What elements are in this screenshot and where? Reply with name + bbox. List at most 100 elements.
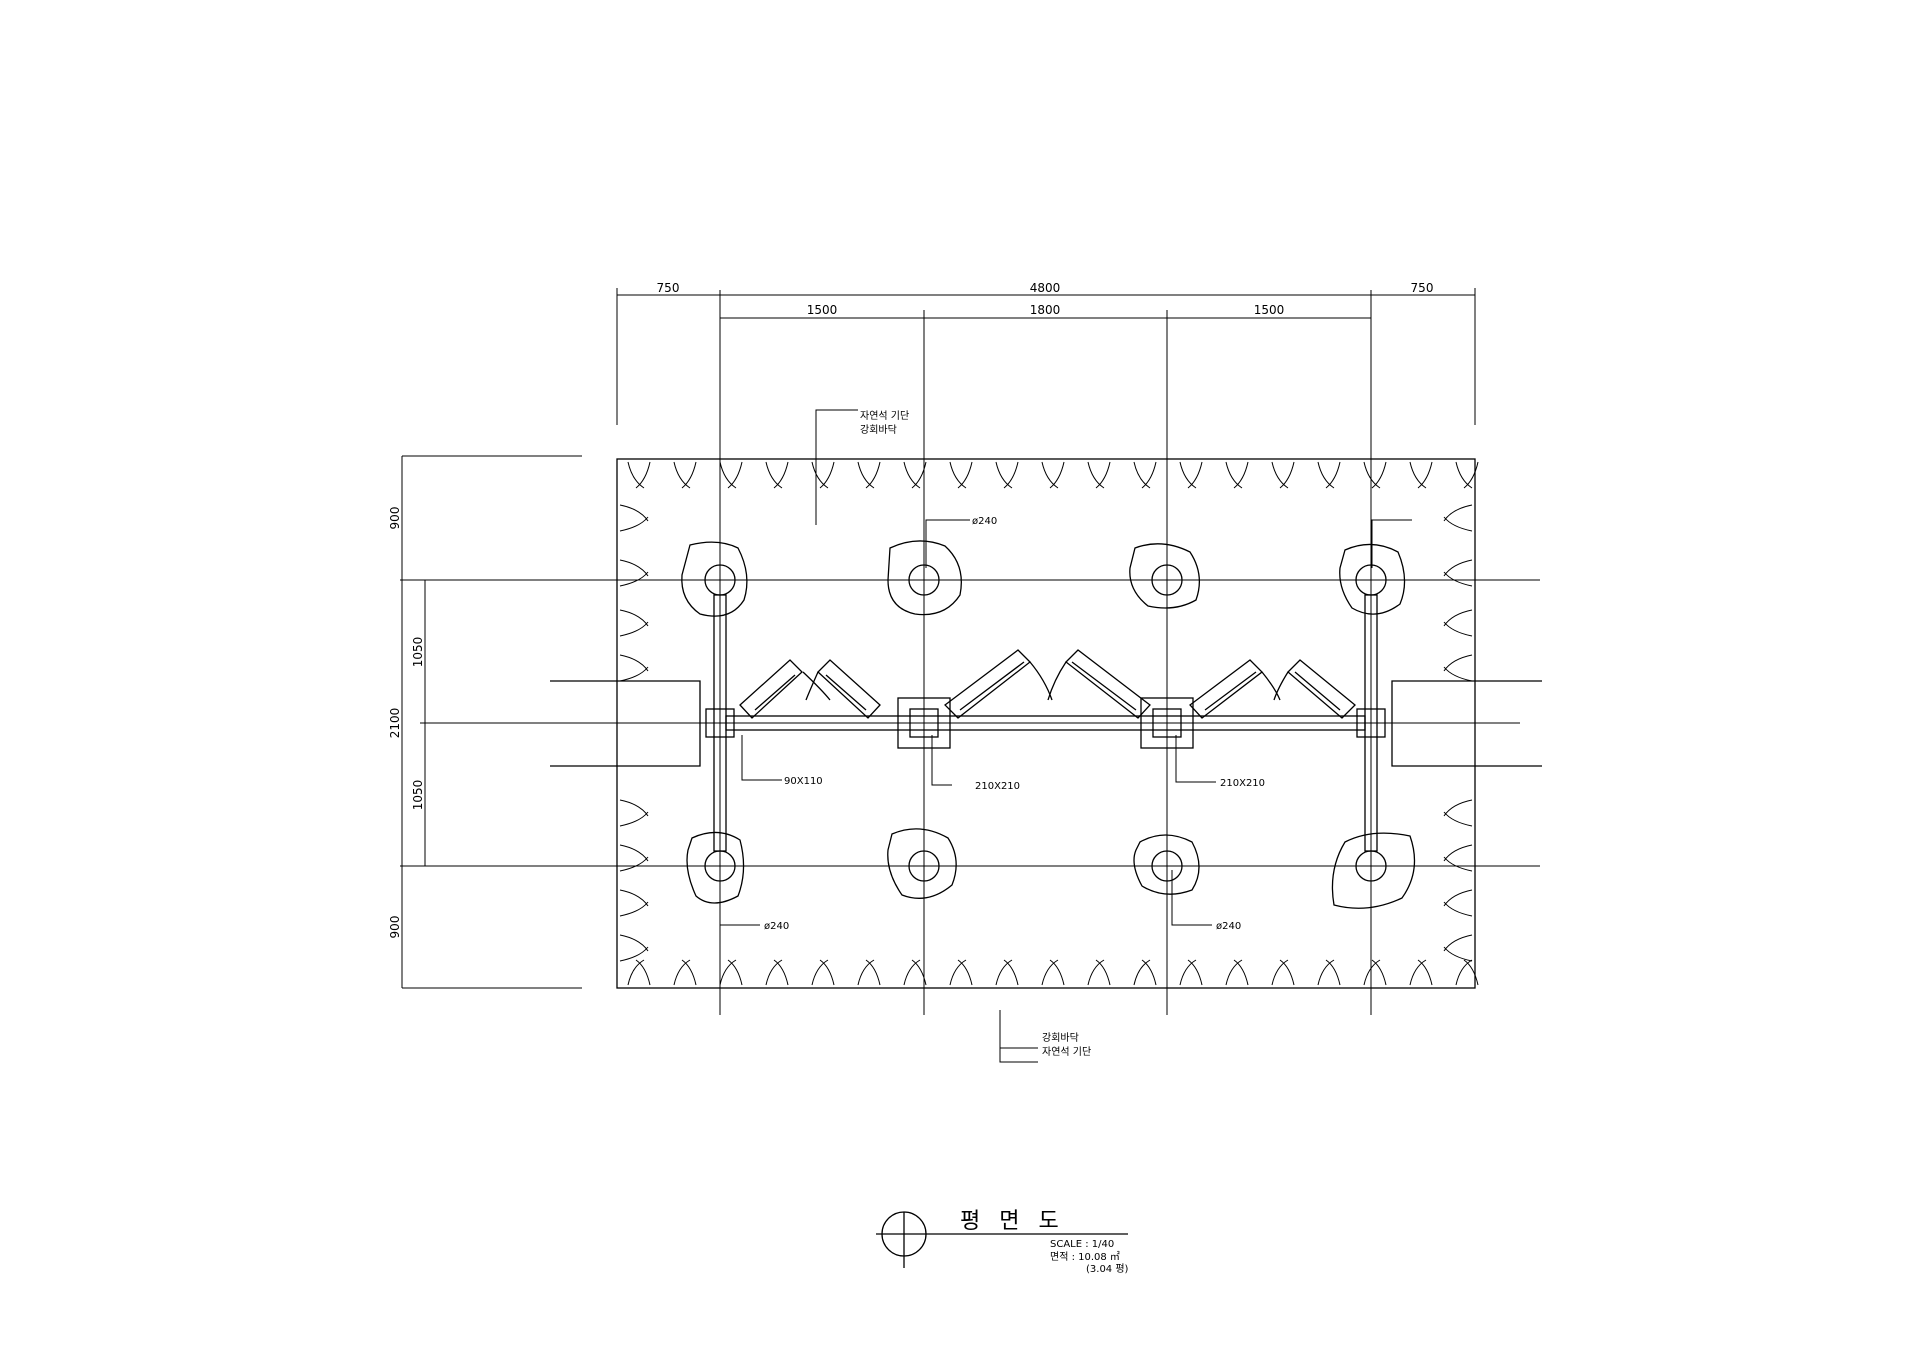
dim-left-inner-bottom: 1050 [411, 780, 425, 811]
ridge-beam [705, 697, 1386, 749]
stone-mark [673, 461, 697, 489]
platform-stones-right [1443, 504, 1473, 962]
top-dimensions: 750 4800 750 1500 1800 1500 [616, 281, 1476, 425]
stone-mark [811, 959, 835, 986]
stone-mark [857, 461, 881, 489]
stone-mark [1317, 959, 1341, 986]
foundation-stone [1133, 834, 1200, 895]
stone-mark [995, 959, 1019, 986]
dim-top-right: 750 [1411, 281, 1434, 295]
foundation-stone [887, 540, 962, 616]
stone-mark [949, 959, 973, 986]
stone-mark [1133, 461, 1157, 489]
grid-lines [400, 290, 1540, 1015]
stone-mark [1087, 461, 1111, 489]
stone-mark [619, 889, 649, 917]
foundation-stone [1331, 832, 1416, 909]
drawing-area-pyeong: (3.04 평) [1086, 1263, 1129, 1275]
stone-mark [1443, 844, 1473, 872]
stone-mark [1179, 959, 1203, 986]
title-block: 평 면 도 SCALE : 1/40 면적 : 10.08 ㎡ (3.04 평) [876, 1209, 1129, 1275]
stone-mark [1455, 461, 1479, 489]
label-member-210x210-left: 210X210 [975, 781, 1020, 792]
stone-mark [1179, 461, 1203, 489]
stone-mark [719, 461, 743, 489]
stone-mark [903, 461, 927, 489]
column-circle [908, 850, 940, 882]
foundation-stones [681, 540, 1416, 909]
note-bottom-stone-base: 자연석 기단 [1042, 1046, 1091, 1058]
label-member-90x110: 90X110 [784, 776, 823, 787]
roof-braces [739, 649, 1356, 719]
stone-mark [619, 559, 649, 587]
stone-mark [627, 461, 651, 489]
stone-mark [673, 959, 697, 986]
column-circle [1151, 564, 1183, 596]
stone-mark [765, 461, 789, 489]
label-member-210x210-right: 210X210 [1220, 778, 1265, 789]
stone-mark [1225, 959, 1249, 986]
dim-bay-center: 1800 [1030, 303, 1061, 317]
stone-mark [1443, 799, 1473, 827]
stone-platform [616, 458, 1479, 989]
platform-stones-bottom [627, 959, 1479, 986]
stone-mark [1409, 461, 1433, 489]
label-column-dia-bottom-left: ø240 [764, 921, 789, 932]
stone-mark [619, 504, 649, 532]
note-bottom-lime-floor: 강회바닥 [1042, 1032, 1079, 1044]
side-blocks [550, 680, 1542, 767]
dim-left-top: 900 [388, 507, 402, 530]
note-top-lime-floor: 강회바닥 [860, 424, 897, 436]
stone-mark [619, 654, 649, 682]
stone-mark [995, 461, 1019, 489]
stone-mark [1317, 461, 1341, 489]
stone-mark [1087, 959, 1111, 986]
dim-bay-left: 1500 [807, 303, 838, 317]
foundation-stone [1339, 543, 1406, 615]
stone-mark [619, 609, 649, 637]
column-circle [908, 564, 940, 596]
foundation-stone [1129, 543, 1201, 609]
foundation-stone [887, 828, 957, 899]
stone-mark [1363, 959, 1387, 986]
left-dimensions: 900 2100 900 1050 1050 [388, 455, 582, 989]
platform-stones-left [619, 504, 649, 962]
stone-mark [903, 959, 927, 986]
dim-left-inner-top: 1050 [411, 637, 425, 668]
stone-mark [619, 799, 649, 827]
stone-mark [1443, 654, 1473, 682]
stone-mark [1443, 559, 1473, 587]
stone-mark [1225, 461, 1249, 489]
stone-mark [627, 959, 651, 986]
drawing-title: 평 면 도 [960, 1209, 1065, 1234]
dim-bay-right: 1500 [1254, 303, 1285, 317]
label-column-dia-top: ø240 [972, 516, 997, 527]
note-top-stone-base: 자연석 기단 [860, 410, 909, 422]
column-circle [1151, 850, 1183, 882]
stone-mark [1133, 959, 1157, 986]
label-column-dia-bottom-right: ø240 [1216, 921, 1241, 932]
platform-stones-top [627, 461, 1479, 489]
stone-mark [619, 844, 649, 872]
stone-mark [811, 461, 835, 489]
foundation-stone [681, 541, 748, 617]
stone-mark [719, 959, 743, 986]
drawing-area: 면적 : 10.08 ㎡ [1050, 1251, 1120, 1263]
stone-mark [1455, 959, 1479, 986]
dim-left-bottom: 900 [388, 916, 402, 939]
stone-mark [1041, 959, 1065, 986]
dim-top-center: 4800 [1030, 281, 1061, 295]
foundation-stone [686, 831, 745, 904]
dim-left-center: 2100 [388, 708, 402, 739]
stone-mark [1041, 461, 1065, 489]
leader-lines [719, 409, 1412, 1063]
stone-mark [1443, 934, 1473, 962]
stone-mark [1443, 609, 1473, 637]
stone-mark [1363, 461, 1387, 489]
stone-mark [857, 959, 881, 986]
stone-mark [619, 934, 649, 962]
dim-top-left: 750 [657, 281, 680, 295]
stone-mark [1271, 959, 1295, 986]
stone-mark [765, 959, 789, 986]
